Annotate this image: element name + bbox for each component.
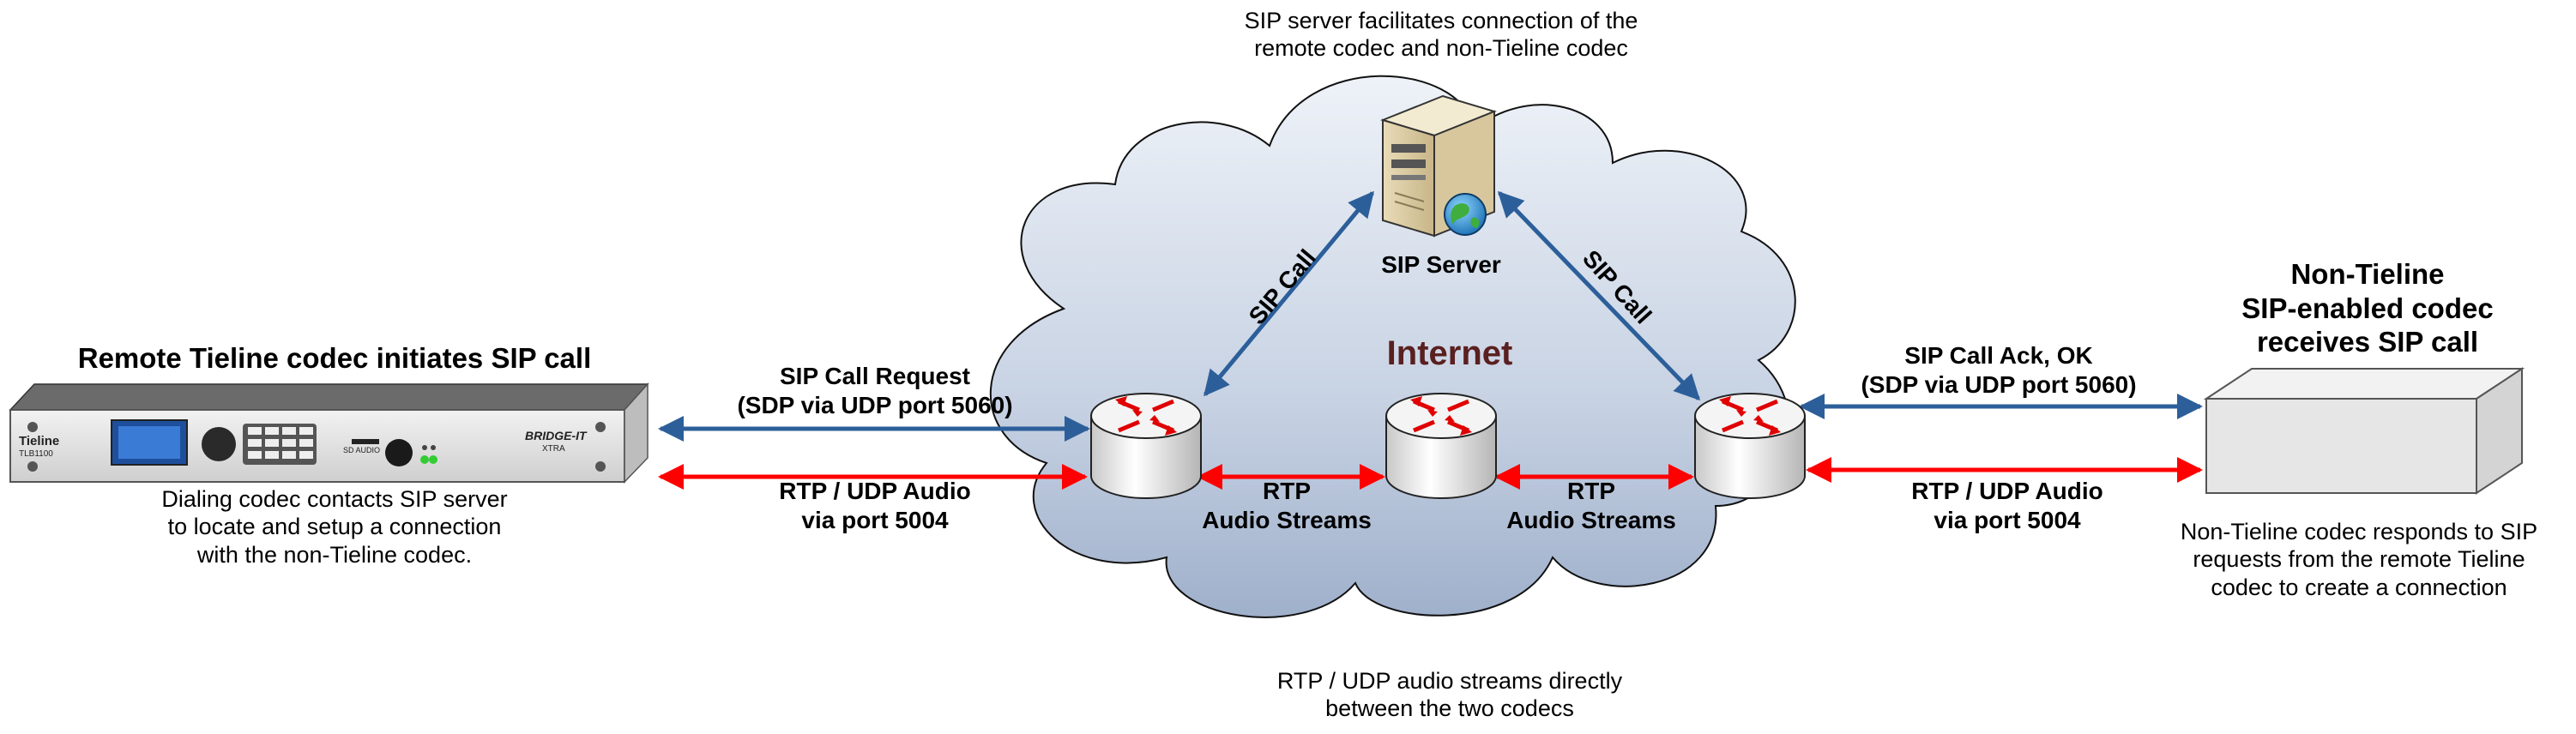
rtp-streams-label-2: RTP Audio Streams (1506, 478, 1676, 533)
bottom-caption: RTP / UDP audio streams directly between… (1276, 668, 1623, 722)
router-icon (1694, 393, 1806, 499)
codec-device-icon (9, 382, 649, 484)
rtp-left-label: RTP / UDP Audio via port 5004 (779, 478, 971, 533)
left-title: Remote Tieline codec initiates SIP call (77, 342, 592, 374)
rtp-right-label: RTP / UDP Audio via port 5004 (1911, 478, 2103, 533)
device-model: TLB1100 (19, 449, 53, 459)
router-icon (1385, 393, 1497, 499)
sip-ack-label: SIP Call Ack, OK (SDP via UDP port 5060) (1861, 342, 2137, 398)
sip-call-left-arrow (1204, 190, 1374, 397)
top-caption: SIP server facilitates connection of the… (1244, 8, 1638, 62)
right-title: Non-Tieline SIP-enabled codec receives S… (2241, 258, 2494, 358)
device-sd-label: SD AUDIO (343, 446, 381, 454)
sip-call-right-arrow (1497, 190, 1701, 401)
rtp-streams-label-1: RTP Audio Streams (1202, 478, 1372, 533)
internet-label: Internet (1386, 334, 1513, 372)
globe-icon (1444, 193, 1487, 236)
sip-request-label: SIP Call Request (SDP via UDP port 5060) (737, 363, 1013, 418)
right-caption: Non-Tieline codec responds to SIP reques… (2180, 519, 2538, 600)
left-caption: Dialing codec contacts SIP server to loc… (161, 486, 508, 568)
device-variant: XTRA (542, 444, 565, 454)
server-label: SIP Server (1381, 251, 1501, 278)
router-icon (1090, 393, 1202, 499)
device-product: BRIDGE-IT (525, 429, 587, 442)
generic-codec-box-icon (2203, 367, 2525, 495)
device-brand: Tieline (19, 434, 60, 448)
